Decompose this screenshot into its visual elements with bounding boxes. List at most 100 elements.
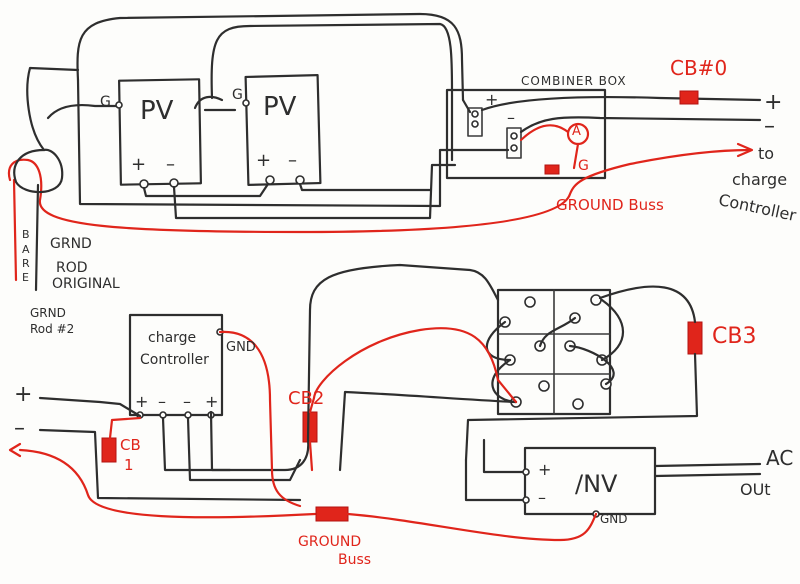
ground-buss-top-label: GROUND Buss [556, 196, 664, 214]
cb2-breaker [302, 411, 318, 443]
pv1-g-label: G [100, 94, 111, 110]
wire-pv-in-pos [38, 396, 142, 418]
wire-top-loop-outer [76, 12, 465, 102]
combiner-box [445, 88, 607, 180]
inverter-pos-terminal [522, 468, 530, 476]
pv-in-minus-label: – [14, 416, 25, 441]
battery-jumper-5 [568, 344, 615, 386]
wire-left-frame [76, 78, 457, 208]
wire-pv2-pos [142, 182, 270, 198]
combiner-neg-bar [506, 127, 522, 159]
wire-pv2-neg-up [298, 182, 432, 192]
wire-left-drop [26, 66, 80, 152]
pv1-pos-terminal [139, 179, 149, 189]
pv1-plus-label: + [131, 154, 147, 175]
grnd-rod-orig-3: ORIGINAL [52, 276, 120, 292]
wire-ground-top [7, 148, 752, 234]
inverter-label: /NV [575, 470, 618, 498]
ac-out-1: AC [766, 446, 794, 470]
grnd-rod-2-2: Rod #2 [30, 322, 75, 336]
wire-ground-bottom-right [346, 512, 598, 542]
pv1-g-terminal [115, 101, 123, 109]
wire-rod-loop [13, 148, 64, 194]
cc-label-2: Controller [140, 352, 209, 368]
battery-term-4 [590, 294, 602, 306]
output-plus-label: + [764, 90, 783, 115]
inverter-plus: + [538, 460, 552, 479]
wire-pv-link [193, 95, 224, 110]
battery-jumper-4 [538, 316, 577, 348]
combiner-terminal-1 [471, 110, 479, 118]
inverter-neg-terminal [522, 496, 530, 504]
wire-battery-cb3 [598, 285, 697, 324]
pv2-plus-label: + [256, 150, 272, 171]
pv1-neg-terminal [169, 178, 179, 188]
cc-minus-1: – [158, 392, 166, 411]
pv-in-plus-label: + [14, 382, 33, 407]
wire-top-loop-inner [210, 22, 454, 162]
battery-jumper-1 [485, 320, 512, 362]
cb1-label-2: 1 [124, 456, 134, 474]
arrow-ground-left [8, 442, 22, 458]
wire-pv-in-neg [38, 428, 302, 502]
ground-rod-2 [12, 178, 18, 282]
pv2-minus-label: – [288, 150, 297, 171]
ground-buss-bottom-2: Buss [338, 552, 372, 568]
combiner-box-label: COMBINER BOX [521, 74, 627, 88]
bare-e: E [22, 271, 29, 284]
wire-cc-gnd [218, 330, 302, 508]
to-cc-label-1: to [758, 144, 775, 163]
grnd-rod-2-1: GRND [30, 306, 66, 320]
wire-ground-bottom-left [18, 448, 317, 519]
output-minus-label: – [764, 114, 775, 139]
wire-cb2-down [308, 440, 314, 472]
battery-jumper-2 [491, 358, 518, 404]
cc-plus-1: + [135, 392, 149, 411]
ground-buss-top [544, 164, 560, 175]
cc-label-1: charge [148, 330, 197, 346]
ground-rod-original [34, 183, 40, 292]
grnd-rod-orig-2: ROD [56, 260, 88, 276]
ammeter-label: A [572, 124, 581, 139]
pv2-g-label: G [232, 87, 243, 103]
wire-combiner-in-1 [461, 98, 472, 114]
wire-pv1-neg [172, 163, 457, 220]
cc-plus-2: + [205, 392, 219, 411]
inverter-box [523, 446, 657, 516]
combiner-terminal-2 [471, 120, 479, 128]
battery-term-11 [572, 398, 584, 410]
bare-r: R [22, 257, 30, 270]
inverter-minus: – [538, 488, 546, 507]
pv1-minus-label: – [166, 154, 175, 175]
combiner-terminal-4 [510, 144, 518, 152]
wire-combiner-neg-out [519, 116, 762, 134]
wire-cb2-battery [308, 327, 518, 414]
pv2-g-terminal [242, 99, 250, 107]
bare-b: B [22, 228, 30, 241]
combiner-terminal-3 [510, 132, 518, 140]
pv2-pos-terminal [265, 175, 275, 185]
battery-term-9 [538, 380, 550, 392]
cb3-label: CB3 [712, 324, 757, 349]
wire-cc-neg [186, 416, 302, 482]
cb0-breaker [679, 90, 699, 105]
pv-panel-1 [117, 78, 203, 186]
arrow-to-cc [736, 142, 754, 158]
pv-panel-2 [244, 73, 322, 187]
wire-cc-to-bottom [161, 416, 232, 472]
combiner-pos-bar [467, 107, 483, 137]
wire-ac-out-2 [653, 472, 762, 478]
wire-ammeter-loop [519, 124, 570, 142]
wire-ground-feed [46, 103, 122, 120]
ac-out-2: OUt [740, 480, 771, 499]
wire-combiner-pos-out [480, 95, 762, 112]
ground-buss-bottom-1: GROUND [298, 534, 362, 550]
ground-buss-bottom [315, 506, 349, 522]
ground-buss-top-g: G [578, 158, 589, 174]
wire-ammeter-gnd [572, 142, 580, 170]
cc-gnd-label: GND [226, 340, 256, 355]
cb2-label: CB2 [288, 388, 325, 409]
cb0-label: CB#0 [670, 56, 728, 80]
